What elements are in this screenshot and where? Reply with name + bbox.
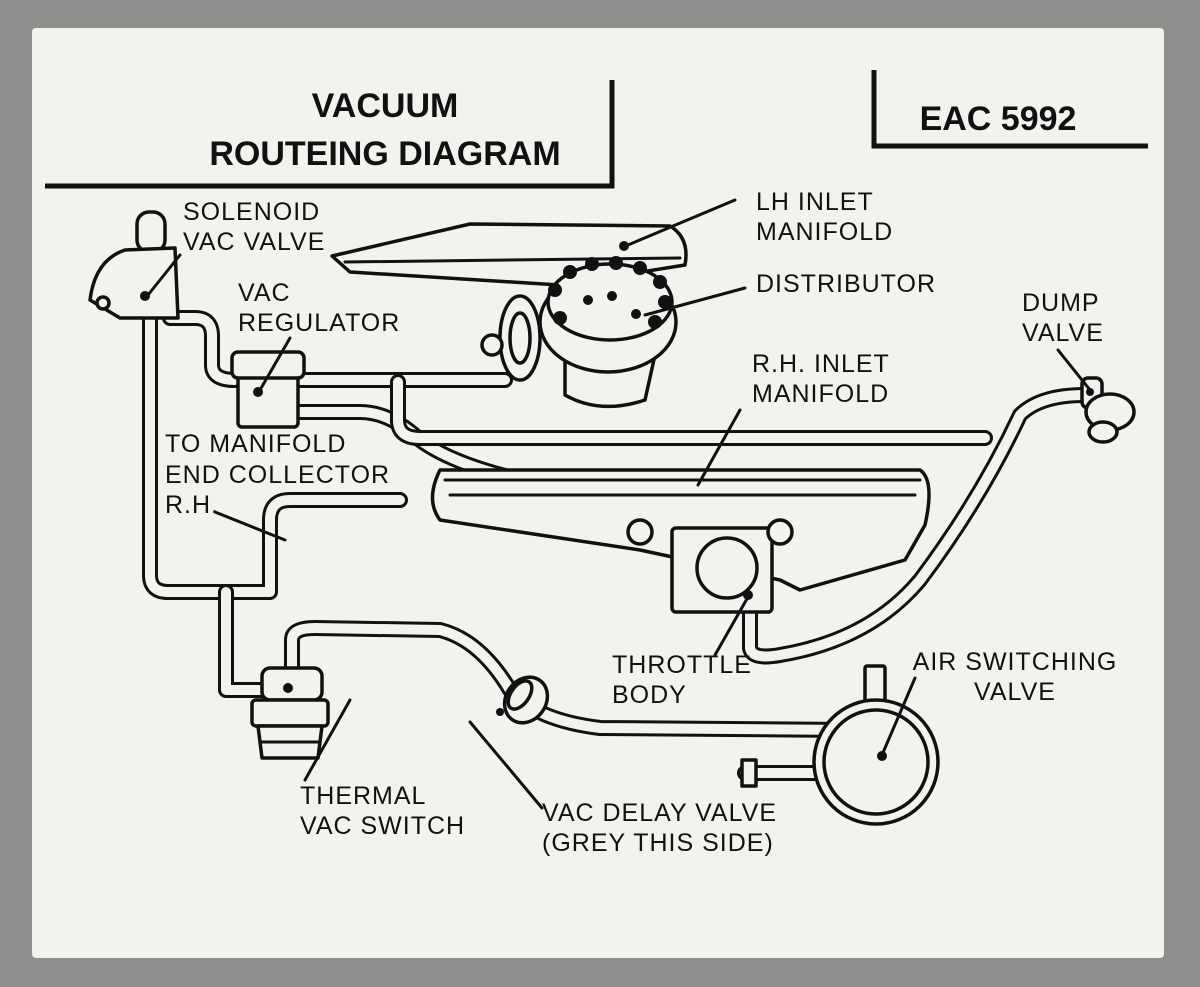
label-rh-inlet-2: MANIFOLD — [752, 380, 889, 408]
label-lh-inlet-2: MANIFOLD — [756, 218, 893, 246]
thermal-vac-switch — [250, 666, 330, 760]
label-solenoid-1: SOLENOID — [183, 198, 320, 226]
label-delay-1: VAC DELAY VALVE — [542, 799, 777, 827]
air-switching-valve — [740, 664, 940, 826]
code-frame — [871, 70, 1148, 149]
label-delay-2: (GREY THIS SIDE) — [542, 829, 774, 857]
title-line-2: ROUTEING DIAGRAM — [209, 135, 560, 173]
vac-regulator — [230, 350, 306, 429]
label-collector-1: TO MANIFOLD — [165, 430, 346, 458]
label-rh-inlet-1: R.H. INLET — [752, 350, 890, 378]
distributor — [480, 256, 678, 409]
label-throttle-1: THROTTLE — [612, 651, 752, 679]
label-distributor: DISTRIBUTOR — [756, 270, 936, 298]
label-lh-inlet-1: LH INLET — [756, 188, 874, 216]
part-code: EAC 5992 — [920, 100, 1077, 138]
label-vac-regulator-1: VAC — [238, 279, 291, 307]
label-air-switching-2: VALVE — [974, 678, 1056, 706]
vac-delay-valve — [496, 675, 550, 725]
label-dump-1: DUMP — [1022, 289, 1100, 317]
label-air-switching-1: AIR SWITCHING — [913, 648, 1118, 676]
label-dump-2: VALVE — [1022, 319, 1104, 347]
label-solenoid-2: VAC VALVE — [183, 228, 325, 256]
callout-labels: SOLENOID VAC VALVE LH INLET MANIFOLD DIS… — [165, 188, 1118, 857]
label-thermal-1: THERMAL — [300, 782, 426, 810]
title-line-1: VACUUM — [312, 87, 459, 125]
leader-lines — [146, 198, 1092, 810]
label-thermal-2: VAC SWITCH — [300, 812, 465, 840]
label-throttle-2: BODY — [612, 681, 687, 709]
throttle-body — [626, 518, 794, 614]
solenoid-vac-valve — [88, 210, 180, 320]
label-collector-3: R.H. — [165, 491, 219, 519]
label-vac-regulator-2: REGULATOR — [238, 309, 400, 337]
title-frame — [45, 80, 615, 189]
label-collector-2: END COLLECTOR — [165, 461, 390, 489]
